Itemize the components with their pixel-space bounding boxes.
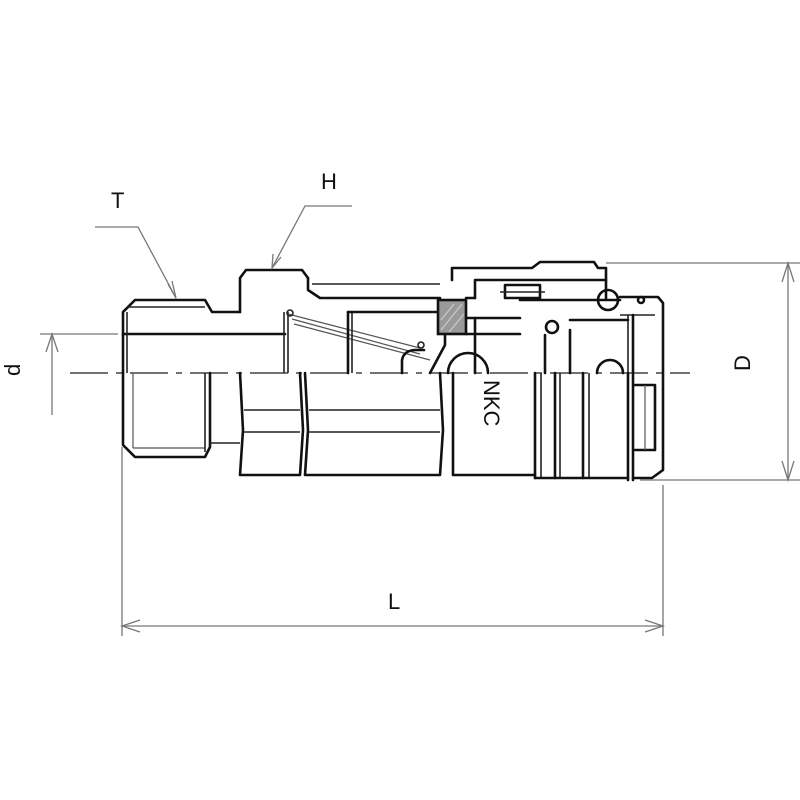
dimension-L: L <box>119 447 666 636</box>
dimension-H: H <box>271 169 352 270</box>
dimension-d: d <box>0 331 118 415</box>
dimension-T: T <box>95 188 177 299</box>
seal-ring <box>436 296 522 336</box>
label-L: L <box>388 589 400 614</box>
label-D: D <box>730 355 755 371</box>
socket-body: NKC <box>446 260 665 482</box>
label-H: H <box>321 169 337 194</box>
hex-section <box>238 268 447 477</box>
threaded-end <box>121 298 287 459</box>
label-d: d <box>0 364 25 376</box>
body-marking: NKC <box>479 380 504 427</box>
label-T: T <box>111 188 124 213</box>
dimension-D: D <box>606 260 800 483</box>
